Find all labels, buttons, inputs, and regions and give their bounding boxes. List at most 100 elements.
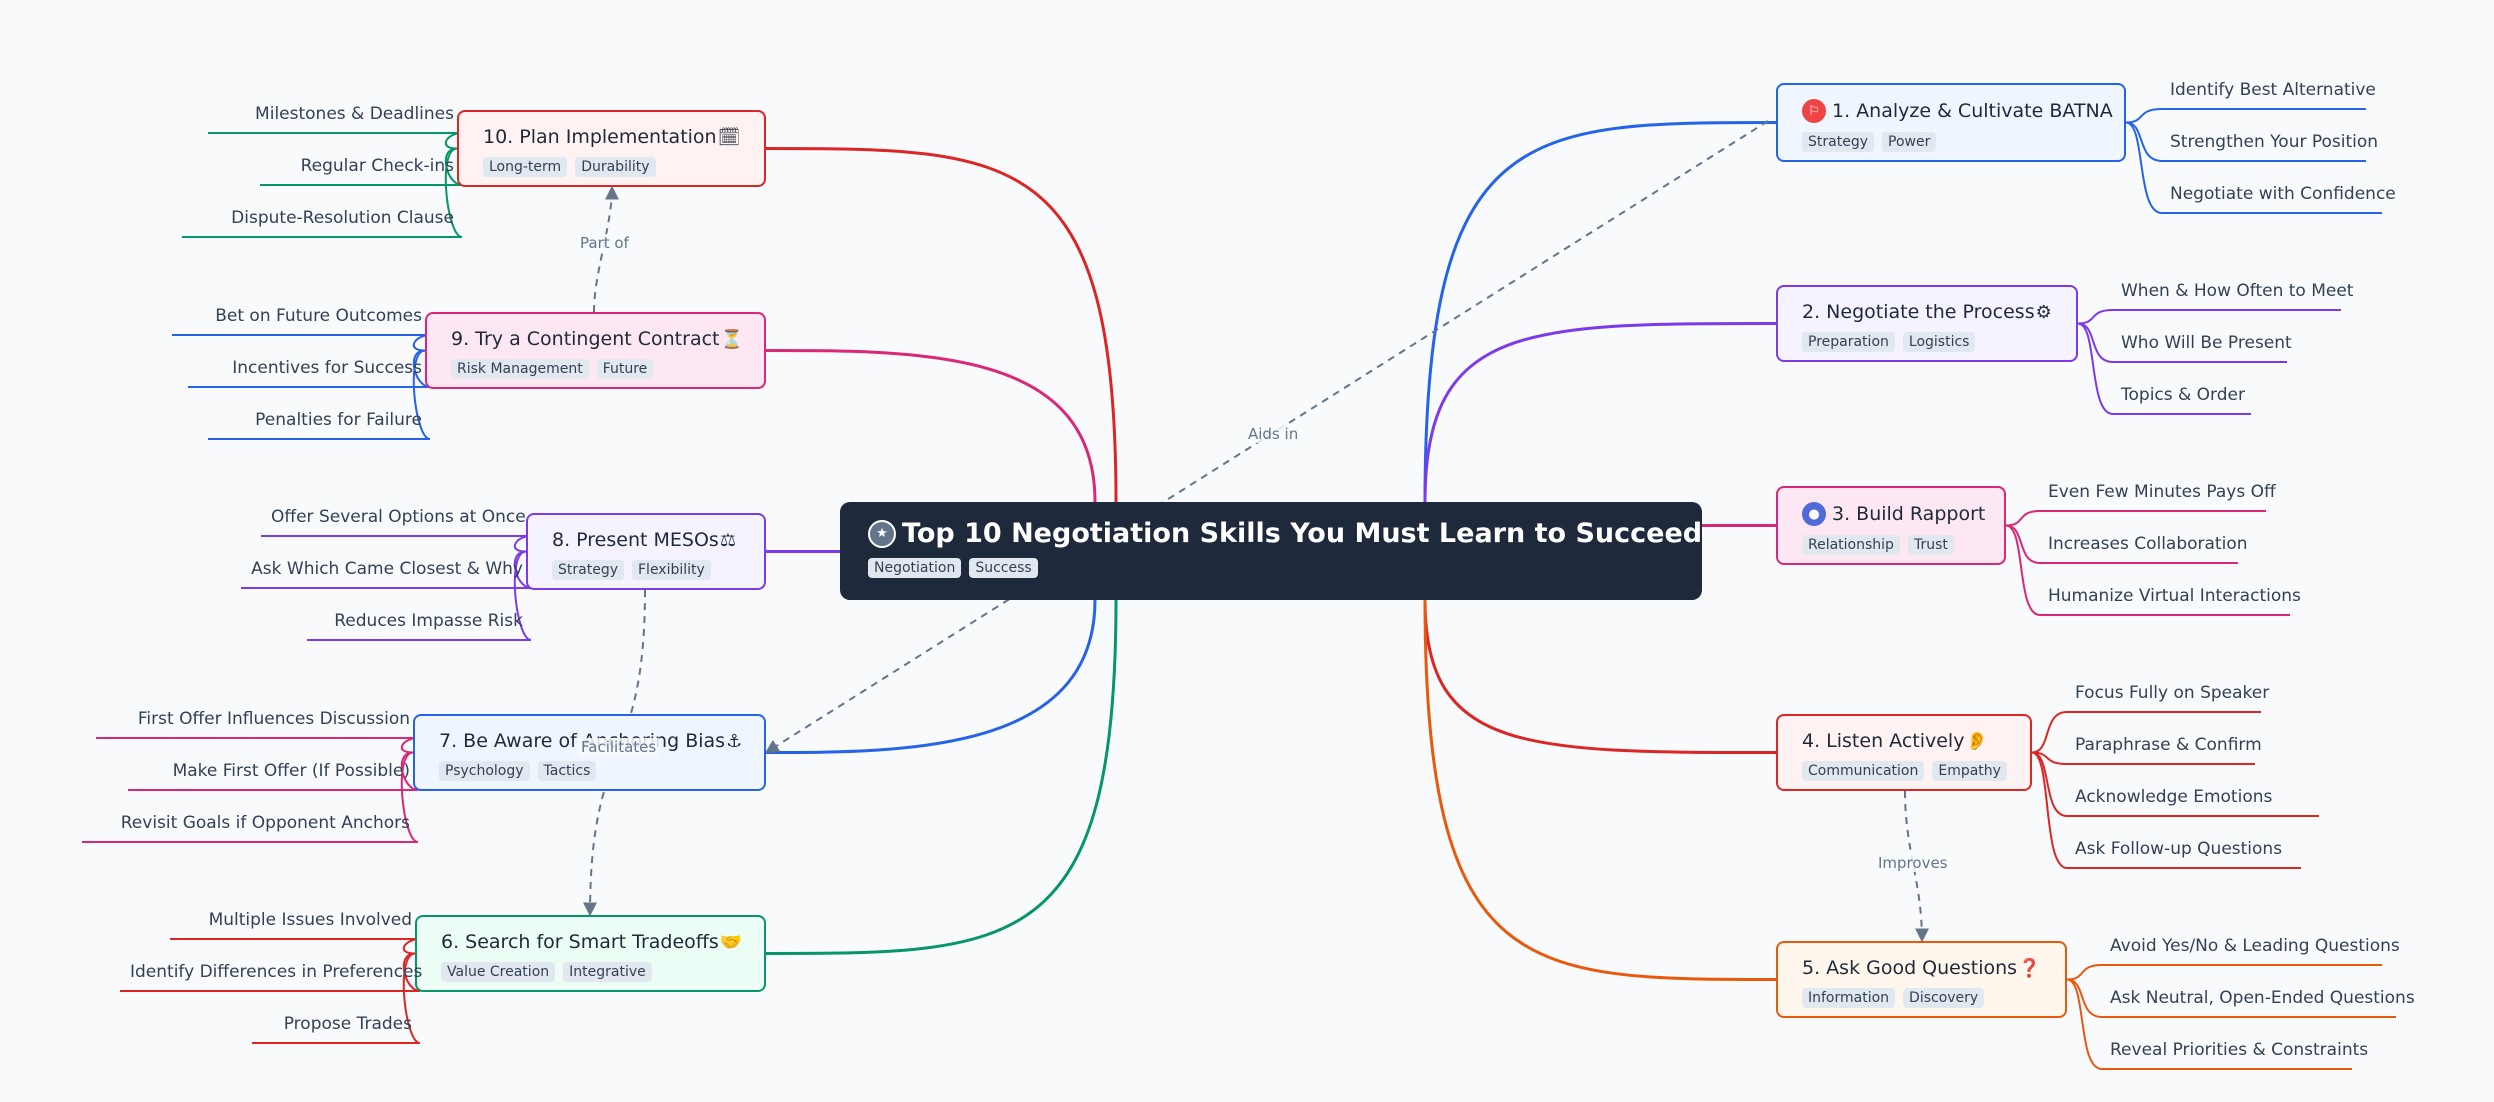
topic-tag: Power bbox=[1882, 132, 1937, 152]
leaf-item[interactable]: Reveal Priorities & Constraints bbox=[2110, 1040, 2369, 1060]
topic-emoji-icon: ⚙ bbox=[2035, 301, 2052, 323]
leaf-item[interactable]: Penalties for Failure bbox=[255, 410, 422, 430]
leaf-item[interactable]: Ask Neutral, Open-Ended Questions bbox=[2110, 988, 2415, 1008]
leaf-item[interactable]: Identify Best Alternative bbox=[2170, 80, 2376, 100]
leaf-item[interactable]: Strengthen Your Position bbox=[2170, 132, 2379, 152]
leaf-item[interactable]: Offer Several Options at Once bbox=[271, 507, 526, 527]
leaf-edge bbox=[2125, 108, 2366, 124]
leaf-item[interactable]: Incentives for Success bbox=[232, 358, 422, 378]
root-title: Top 10 Negotiation Skills You Must Learn… bbox=[902, 518, 1703, 549]
leaf-item[interactable]: Multiple Issues Involved bbox=[208, 910, 412, 930]
branch-edge-n9 bbox=[765, 349, 1097, 503]
leaf-item[interactable]: Increases Collaboration bbox=[2048, 534, 2248, 554]
leaf-item[interactable]: Focus Fully on Speaker bbox=[2075, 683, 2270, 703]
leaf-item[interactable]: Ask Follow-up Questions bbox=[2075, 839, 2283, 859]
topic-tag: Logistics bbox=[1902, 332, 1976, 352]
cross-link-n1-n7 bbox=[764, 120, 1769, 754]
leaf-item[interactable]: Ask Which Came Closest & Why bbox=[251, 559, 523, 579]
leaf-item[interactable]: Acknowledge Emotions bbox=[2075, 787, 2273, 807]
topic-tag: Relationship bbox=[1802, 535, 1900, 555]
leaf-edge bbox=[170, 938, 421, 955]
leaf-edge bbox=[182, 147, 463, 238]
leaf-item[interactable]: Humanize Virtual Interactions bbox=[2048, 586, 2301, 606]
leaf-edge bbox=[2031, 751, 2255, 765]
topic-title: 10. Plan Implementation bbox=[483, 126, 717, 148]
leaf-item[interactable]: Reduces Impasse Risk bbox=[334, 611, 523, 631]
leaf-item[interactable]: Topics & Order bbox=[2121, 385, 2245, 405]
leaf-item[interactable]: Who Will Be Present bbox=[2121, 333, 2292, 353]
topic-tag: Long-term bbox=[483, 157, 568, 177]
leaf-edge bbox=[2005, 510, 2266, 527]
leaf-edge bbox=[2125, 121, 2382, 214]
cross-link-n4-n5 bbox=[1904, 790, 1929, 943]
topic-tag: Value Creation bbox=[441, 962, 556, 982]
topic-tag: Future bbox=[596, 359, 654, 379]
root-topic-node[interactable]: ★ Top 10 Negotiation Skills You Must Lea… bbox=[840, 502, 1702, 600]
topic-tag: Trust bbox=[1907, 535, 1954, 555]
topic-tag: Psychology bbox=[439, 761, 530, 781]
branch-edge-n1 bbox=[1423, 121, 1777, 503]
branch-edge-n7 bbox=[765, 599, 1097, 754]
leaf-edge bbox=[2031, 711, 2261, 754]
leaf-edge bbox=[82, 751, 419, 843]
leaf-item[interactable]: Regular Check-ins bbox=[300, 156, 454, 176]
topic-emoji-icon: ❓ bbox=[2018, 957, 2041, 979]
branch-edge-n6 bbox=[765, 599, 1118, 955]
topic-tag: Tactics bbox=[537, 761, 597, 781]
leaf-edge bbox=[307, 550, 532, 641]
topic-emoji-icon: 👂 bbox=[1965, 730, 1988, 752]
branch-edge-n5 bbox=[1423, 599, 1777, 981]
leaf-item[interactable]: Bet on Future Outcomes bbox=[215, 306, 422, 326]
leaf-edge bbox=[252, 952, 421, 1044]
topic-node-n9[interactable]: 9. Try a Contingent Contract⏳Risk Manage… bbox=[425, 312, 766, 389]
leaf-item[interactable]: Milestones & Deadlines bbox=[255, 104, 454, 124]
leaf-item[interactable]: Propose Trades bbox=[283, 1014, 412, 1034]
topic-emoji-icon: ⚓ bbox=[726, 730, 743, 752]
branch-edge-n2 bbox=[1423, 322, 1777, 503]
leaf-item[interactable]: Dispute-Resolution Clause bbox=[231, 208, 454, 228]
topic-title: 1. Analyze & Cultivate BATNA bbox=[1832, 100, 2113, 122]
leaf-item[interactable]: Avoid Yes/No & Leading Questions bbox=[2110, 936, 2400, 956]
topic-tag: Information bbox=[1802, 988, 1896, 1008]
topic-tag: Risk Management bbox=[451, 359, 589, 379]
leaf-item[interactable]: When & How Often to Meet bbox=[2121, 281, 2354, 301]
topic-title: 5. Ask Good Questions bbox=[1802, 957, 2018, 979]
topic-emoji-icon: 🤝 bbox=[719, 931, 743, 953]
branch-edge-n10 bbox=[765, 147, 1118, 503]
leaf-edge bbox=[2077, 322, 2251, 415]
topic-tag: Flexibility bbox=[632, 560, 711, 580]
leaf-edge bbox=[172, 334, 431, 352]
root-tag-negotiation: Negotiation bbox=[868, 558, 962, 578]
leaf-item[interactable]: Negotiate with Confidence bbox=[2170, 184, 2396, 204]
topic-title: 8. Present MESOs bbox=[552, 529, 719, 551]
leaf-item[interactable]: Identify Differences in Preferences bbox=[130, 962, 423, 982]
topic-node-n5[interactable]: 5. Ask Good Questions❓ Information Discove… bbox=[1776, 941, 2067, 1018]
topic-emoji-icon: 🗓 bbox=[717, 126, 741, 148]
topic-tag: Preparation bbox=[1802, 332, 1895, 352]
topic-tag: Discovery bbox=[1903, 988, 1985, 1008]
leaf-edge bbox=[2066, 978, 2396, 1018]
topic-title: 2. Negotiate the Process bbox=[1802, 301, 2035, 323]
topic-title: 9. Try a Contingent Contract bbox=[451, 328, 720, 350]
flag-icon: ⚐ bbox=[1802, 99, 1826, 123]
topic-title: 6. Search for Smart Tradeoffs bbox=[441, 931, 719, 953]
cross-link-n9-n10 bbox=[593, 185, 619, 313]
leaf-item[interactable]: First Offer Influences Discussion bbox=[137, 709, 410, 729]
topic-node-n6[interactable]: 6. Search for Smart Tradeoffs🤝 Value Crea… bbox=[415, 915, 766, 992]
topic-emoji-icon: ⚖ bbox=[719, 529, 736, 551]
topic-title: 4. Listen Actively bbox=[1802, 730, 1965, 752]
topic-node-n2[interactable]: 2. Negotiate the Process⚙ Preparation Logi… bbox=[1776, 285, 2078, 362]
leaf-edge bbox=[2125, 121, 2366, 162]
root-tag-success: Success bbox=[969, 558, 1038, 578]
leaf-item[interactable]: Paraphrase & Confirm bbox=[2075, 735, 2262, 755]
leaf-edge bbox=[208, 349, 431, 440]
leaf-edge bbox=[2066, 978, 2352, 1070]
leaf-item[interactable]: Make First Offer (If Possible) bbox=[172, 761, 410, 781]
leaf-item[interactable]: Revisit Goals if Opponent Anchors bbox=[120, 813, 410, 833]
leaf-item[interactable]: Even Few Minutes Pays Off bbox=[2048, 482, 2276, 502]
